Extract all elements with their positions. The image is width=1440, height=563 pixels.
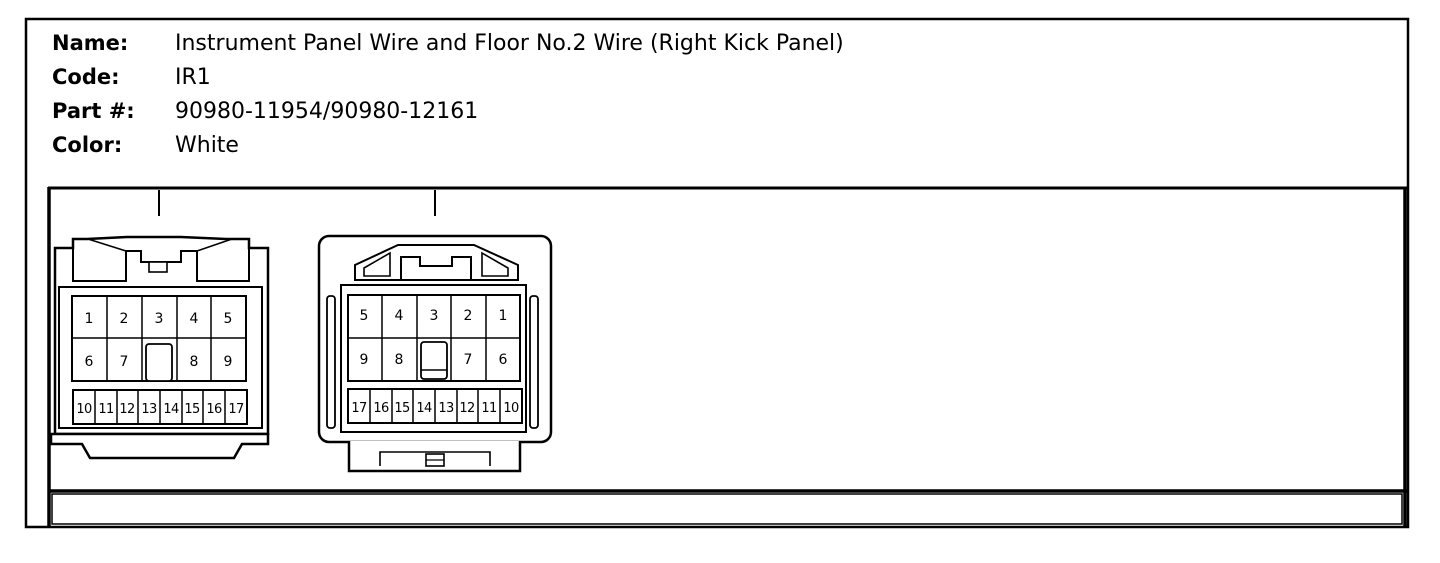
left-pin: 11 — [98, 402, 114, 417]
right-pin: 4 — [395, 308, 404, 324]
left-pin: 2 — [120, 311, 129, 327]
left-blank-cavity — [145, 343, 173, 382]
right-pin: 14 — [416, 401, 432, 416]
name-label: Name: — [52, 31, 128, 55]
right-pin: 2 — [464, 308, 473, 324]
left-pin: 17 — [228, 402, 244, 417]
part-value: 90980-11954/90980-12161 — [175, 99, 478, 124]
right-pin: 11 — [481, 401, 497, 416]
right-pin: 1 — [499, 308, 508, 324]
right-pin: 15 — [394, 401, 410, 416]
right-pin: 7 — [464, 352, 473, 368]
left-pin: 9 — [224, 354, 233, 370]
right-pin: 3 — [430, 308, 439, 324]
right-pin: 12 — [459, 401, 474, 416]
part-label: Part #: — [52, 99, 135, 123]
left-connector: 1 2 3 4 5 6 7 8 9 10 11 12 13 14 15 16 1… — [49, 235, 270, 460]
diagram-panel — [47, 186, 1408, 526]
connector-info: Name: Instrument Panel Wire and Floor No… — [52, 31, 844, 158]
left-pin: 8 — [190, 354, 199, 370]
left-pin: 13 — [141, 402, 157, 417]
right-pin: 9 — [360, 352, 369, 368]
right-pin: 13 — [438, 401, 454, 416]
name-value: Instrument Panel Wire and Floor No.2 Wir… — [175, 31, 844, 56]
right-connector: 5 4 3 2 1 9 8 7 6 17 16 15 14 13 12 11 1… — [317, 234, 553, 473]
left-pin: 12 — [119, 402, 134, 417]
code-label: Code: — [52, 65, 120, 89]
right-pin: 16 — [373, 401, 389, 416]
left-pin: 1 — [85, 311, 94, 327]
right-blank-cavity — [420, 341, 448, 380]
left-pin: 3 — [155, 311, 164, 327]
left-pin: 7 — [120, 354, 129, 370]
right-pin: 5 — [360, 308, 369, 324]
left-pin: 14 — [163, 402, 179, 417]
pairing-bracket — [158, 190, 436, 216]
color-label: Color: — [52, 133, 122, 157]
right-pin: 6 — [499, 352, 508, 368]
left-pin: 16 — [206, 402, 222, 417]
left-pin: 15 — [184, 402, 200, 417]
outer-frame — [24, 17, 1410, 529]
left-pin: 5 — [224, 311, 233, 327]
left-pin: 10 — [76, 402, 92, 417]
left-pin: 4 — [190, 311, 199, 327]
left-pin: 6 — [85, 354, 94, 370]
right-pin: 17 — [351, 401, 367, 416]
right-pin: 8 — [395, 352, 404, 368]
right-pin: 10 — [503, 401, 519, 416]
code-value: IR1 — [175, 65, 211, 90]
color-value: White — [175, 133, 239, 158]
